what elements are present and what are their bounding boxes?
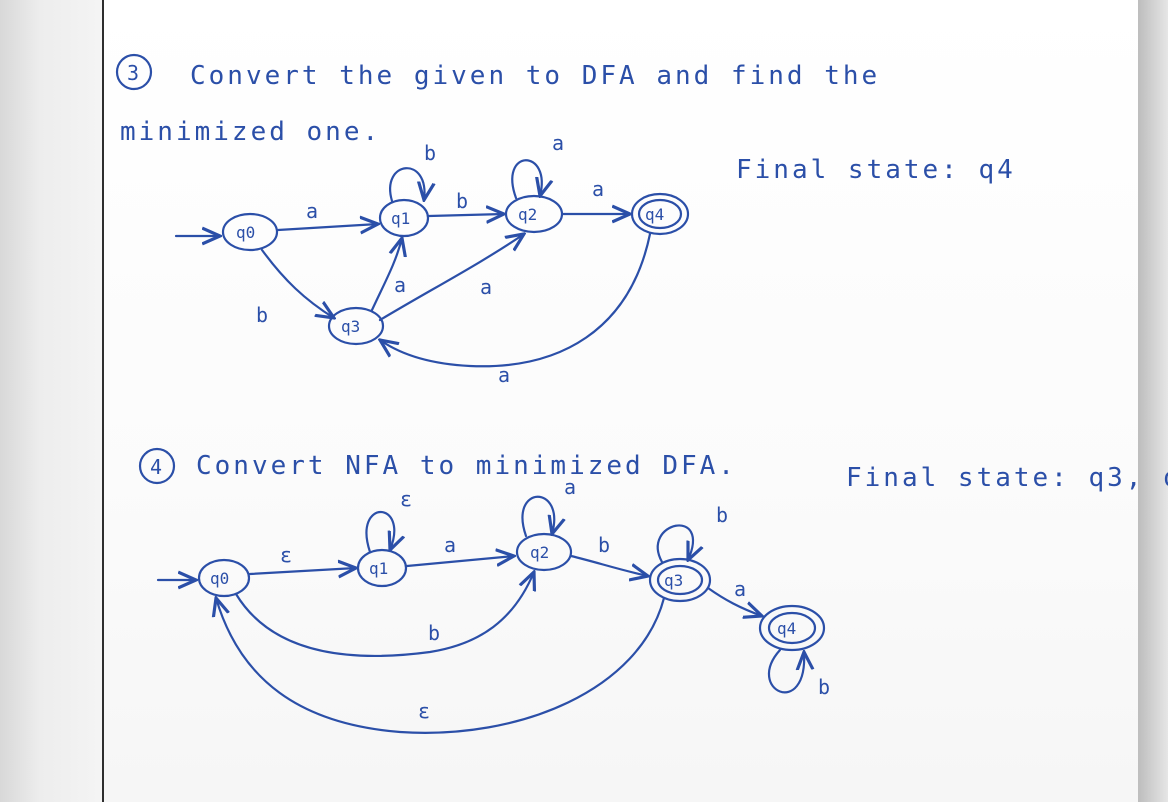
- q3-state-q2: q2: [504, 194, 564, 234]
- q3-text-line1: Convert the given to DFA and find the: [190, 61, 880, 91]
- q4-label-q1-q2: a: [444, 533, 456, 557]
- q4-edge-q1-q2-curve: [234, 572, 534, 658]
- q4-label-q0-q1: ε: [280, 543, 292, 567]
- page-edge-shadow: [1138, 0, 1168, 802]
- q3-state-q2-label: q2: [518, 205, 537, 224]
- q3-state-q1-label: q1: [391, 209, 410, 228]
- q4-state-q2: q2: [515, 532, 573, 572]
- q4-label-q2-q3: b: [598, 533, 610, 557]
- q3-label-q1-loop: b: [424, 141, 436, 165]
- q3-edge-q4-q3: [380, 232, 652, 368]
- q3-label-q3-q2: a: [480, 275, 492, 299]
- q4-number-circle: [138, 447, 176, 485]
- question-3: 3 Convert the given to DFA and find the …: [115, 53, 1016, 185]
- q4-state-q4-label: q4: [777, 619, 796, 638]
- q3-label-q0-q1: a: [306, 199, 318, 223]
- q3-diagram: q0 q1 q2 q4 q3 a b b a a b: [174, 131, 690, 387]
- q4-number: 4: [150, 455, 162, 479]
- q4-edge-q3-q0: [216, 598, 666, 734]
- q3-state-q0: q0: [221, 212, 279, 252]
- q3-state-q3: q3: [327, 306, 385, 346]
- q4-state-q0-label: q0: [210, 569, 229, 588]
- q3-edge-q2-loop: [511, 159, 541, 198]
- q4-label-q2-loop: a: [564, 475, 576, 499]
- q4-state-q3-final: q3: [648, 557, 712, 603]
- q4-state-q3-label: q3: [664, 571, 683, 590]
- q4-edge-q3-q4: [706, 586, 762, 616]
- q4-label-q1-q2-curve: b: [428, 621, 440, 645]
- q3-edge-q1-loop: [389, 167, 424, 201]
- q3-number-circle: [115, 53, 153, 91]
- q3-edge-q0-q3: [260, 248, 334, 318]
- q3-label-q3-q1: a: [394, 273, 406, 297]
- q3-number: 3: [127, 61, 139, 85]
- q4-label-q1-loop: ε: [400, 487, 412, 511]
- q3-label-q0-q3: b: [256, 303, 268, 327]
- q3-label-q4-q3: a: [498, 363, 510, 387]
- q3-edge-q0-q1: [276, 224, 378, 230]
- q3-label-q2-q4: a: [592, 177, 604, 201]
- q4-state-q4-final: q4: [758, 604, 826, 652]
- q4-state-q1: q1: [356, 548, 408, 588]
- q4-label-q3-q0: ε: [418, 699, 430, 723]
- q4-edge-q4-loop: [767, 648, 804, 694]
- q4-label-q3-q4: a: [734, 577, 746, 601]
- q4-edge-q3-loop: [656, 524, 693, 562]
- q4-state-q0: q0: [197, 558, 251, 598]
- question-4: 4 Convert NFA to minimized DFA. Final st…: [138, 447, 1168, 493]
- q3-state-q4-final: q4: [630, 192, 690, 236]
- q3-state-q1: q1: [378, 198, 430, 238]
- q3-edge-q3-q1: [370, 238, 402, 312]
- q4-edge-q2-q3: [569, 554, 648, 576]
- q4-diagram: q0 q1 q2 q3 q4 ε ε a a b b: [156, 475, 830, 734]
- q4-edge-q2-loop: [521, 495, 555, 536]
- q4-state-q1-label: q1: [369, 559, 388, 578]
- q3-state-q3-label: q3: [341, 317, 360, 336]
- q4-final-state-note: Final state: q3, q4: [846, 463, 1168, 493]
- q4-text-line1: Convert NFA to minimized DFA.: [196, 451, 737, 481]
- q4-edge-q1-q2: [405, 556, 514, 568]
- q3-final-state-note: Final state: q4: [736, 155, 1016, 185]
- q4-edge-q0-q1: [248, 568, 356, 574]
- q3-edge-q1-q2: [427, 214, 504, 216]
- q3-state-q4-label: q4: [645, 205, 664, 224]
- q3-label-q2-loop: a: [552, 131, 564, 155]
- q4-state-q2-label: q2: [530, 543, 549, 562]
- q3-edge-q3-q2: [378, 234, 524, 322]
- q3-state-q0-label: q0: [236, 223, 255, 242]
- q3-text-line2: minimized one.: [120, 117, 381, 147]
- q4-label-q3-loop: b: [716, 503, 728, 527]
- q4-edge-q1-loop: [365, 511, 394, 552]
- q3-label-q1-q2: b: [456, 189, 468, 213]
- q4-label-q4-loop: b: [818, 675, 830, 699]
